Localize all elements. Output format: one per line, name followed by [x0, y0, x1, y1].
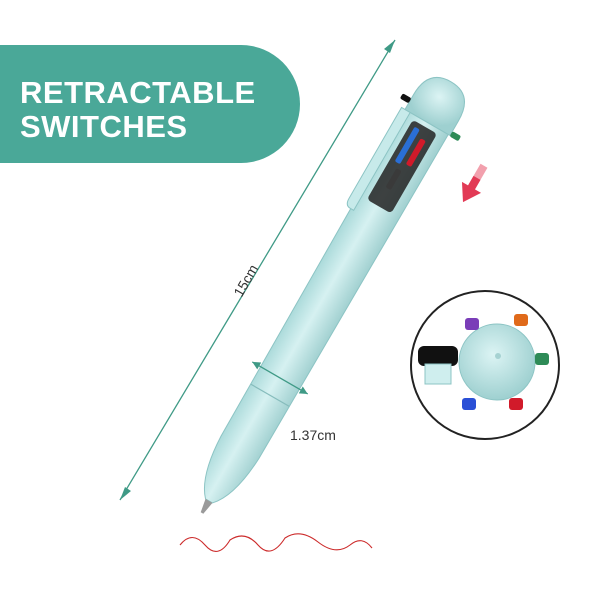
pen-clip — [346, 106, 411, 212]
length-arrowhead-bottom — [120, 487, 131, 500]
pen-tip — [200, 498, 213, 514]
closeup-cap-hole — [495, 353, 501, 359]
diameter-arrowhead-left — [252, 361, 262, 370]
length-label: 15cm — [230, 262, 261, 300]
closeup-green-plunger — [535, 353, 549, 365]
length-dimension-line — [119, 39, 396, 501]
orange-plunger — [514, 314, 528, 326]
blue-switch[interactable] — [395, 127, 420, 165]
down-left-arrow-icon — [461, 163, 488, 203]
ink-scribble — [179, 533, 373, 552]
closeup-blue-plunger — [462, 398, 476, 410]
length-arrowhead-top — [384, 40, 395, 53]
diameter-dimension — [251, 361, 309, 395]
purple-plunger — [465, 318, 479, 330]
diameter-line — [251, 361, 309, 395]
closeup-red-plunger — [509, 398, 523, 410]
banner-title-line-2: SWITCHES — [20, 109, 188, 144]
black-plunger[interactable] — [400, 93, 412, 103]
closeup-cap — [458, 323, 536, 401]
closeup-black-plunger — [418, 346, 458, 366]
feature-banner — [0, 45, 300, 163]
red-switch[interactable] — [406, 138, 426, 167]
pen-cap — [404, 76, 465, 137]
banner-title: RETRACTABLE SWITCHES — [20, 76, 256, 144]
pen-grip-seam — [250, 383, 290, 407]
cap-closeup — [410, 290, 560, 440]
black-switch[interactable] — [386, 168, 402, 190]
diameter-arrowhead-right — [298, 386, 308, 394]
diameter-label: 1.37cm — [290, 427, 336, 443]
closeup-clip — [424, 363, 452, 385]
banner-title-line-1: RETRACTABLE — [20, 75, 256, 110]
green-plunger[interactable] — [450, 131, 462, 141]
multicolor-pen — [200, 76, 465, 514]
